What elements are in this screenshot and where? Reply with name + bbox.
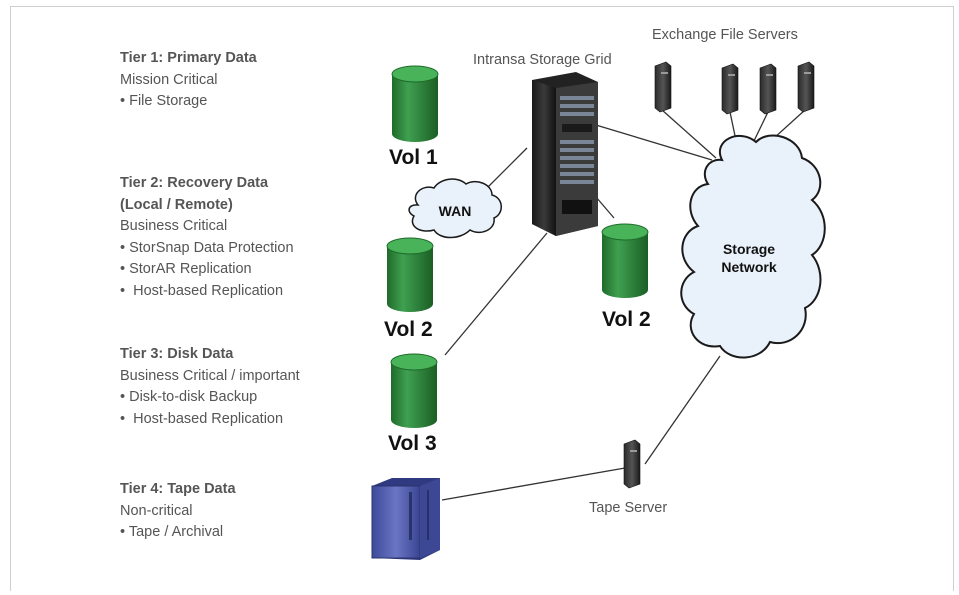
- exchange-server-4-icon: [797, 61, 815, 113]
- vol-2-left-label: Vol 2: [384, 318, 433, 341]
- tier-1-line-1: Mission Critical: [120, 71, 218, 88]
- tier-4-line-1: Non-critical: [120, 502, 193, 519]
- tier-1-line-2: • File Storage: [120, 93, 208, 109]
- tier-2-line-3: • StorAR Replication: [120, 261, 252, 277]
- exchange-server-2-icon: [721, 63, 739, 115]
- tier-3-block: Tier 3: Disk Data Business Critical / im…: [120, 344, 300, 430]
- link-server3-network: [751, 111, 769, 146]
- storage-grid-rack-icon: [532, 72, 598, 236]
- tier-3-title: Tier 3: Disk Data: [120, 346, 234, 362]
- file-servers-label: Exchange File Servers: [652, 27, 798, 43]
- tier-2-line-2: • StorSnap Data Protection: [120, 239, 294, 256]
- vol-1-cylinder-icon: [391, 65, 439, 142]
- storage-grid-label: Intransa Storage Grid: [473, 52, 612, 68]
- connection-lines: [441, 109, 806, 501]
- vol-2-right-label: Vol 2: [602, 308, 651, 331]
- tape-server-icon: [623, 439, 641, 489]
- vol-2-right-cylinder-icon: [601, 223, 649, 298]
- vol-2-left-cylinder-icon: [386, 237, 434, 312]
- tier-2-line-1: Business Critical: [120, 218, 228, 234]
- tier-4-title: Tier 4: Tape Data: [120, 481, 236, 497]
- link-network-tape-server: [644, 355, 721, 465]
- tape-library-icon: [371, 478, 440, 560]
- tier-2-subtitle: (Local / Remote): [120, 196, 233, 213]
- wan-cloud: [408, 178, 502, 239]
- link-grid-vol3: [444, 232, 548, 356]
- tier-1-block: Tier 1: Primary Data Mission Critical • …: [120, 48, 257, 113]
- diagram-frame: [10, 6, 954, 591]
- link-grid-vol2-right: [595, 196, 615, 219]
- tier-4-block: Tier 4: Tape Data Non-critical • Tape / …: [120, 479, 236, 544]
- tier-3-line-1: Business Critical / important: [120, 367, 300, 384]
- exchange-server-3-icon: [759, 63, 777, 115]
- exchange-server-1-icon: [654, 61, 672, 113]
- vol-3-cylinder-icon: [390, 353, 438, 428]
- link-server1-network: [661, 109, 717, 159]
- tier-2-line-4: • Host-based Replication: [120, 282, 284, 299]
- storage-network-label-line-2: Network: [721, 259, 776, 275]
- link-tape-server-library: [441, 467, 626, 501]
- vol-3-label: Vol 3: [388, 432, 437, 455]
- tier-2-block: Tier 2: Recovery Data (Local / Remote) B…: [120, 173, 294, 302]
- tier-1-title: Tier 1: Primary Data: [120, 50, 257, 66]
- tier-3-line-2: • Disk-to-disk Backup: [120, 389, 258, 405]
- wan-label: WAN: [439, 203, 472, 219]
- tier-2-title: Tier 2: Recovery Data: [120, 175, 269, 191]
- storage-network-cloud: [680, 134, 826, 359]
- tier-4-line-2: • Tape / Archival: [120, 524, 224, 540]
- tape-server-label: Tape Server: [589, 500, 668, 516]
- vol-1-label: Vol 1: [389, 146, 438, 169]
- storage-network-label-line-1: Storage: [723, 241, 775, 257]
- tier-3-line-3: • Host-based Replication: [120, 410, 284, 427]
